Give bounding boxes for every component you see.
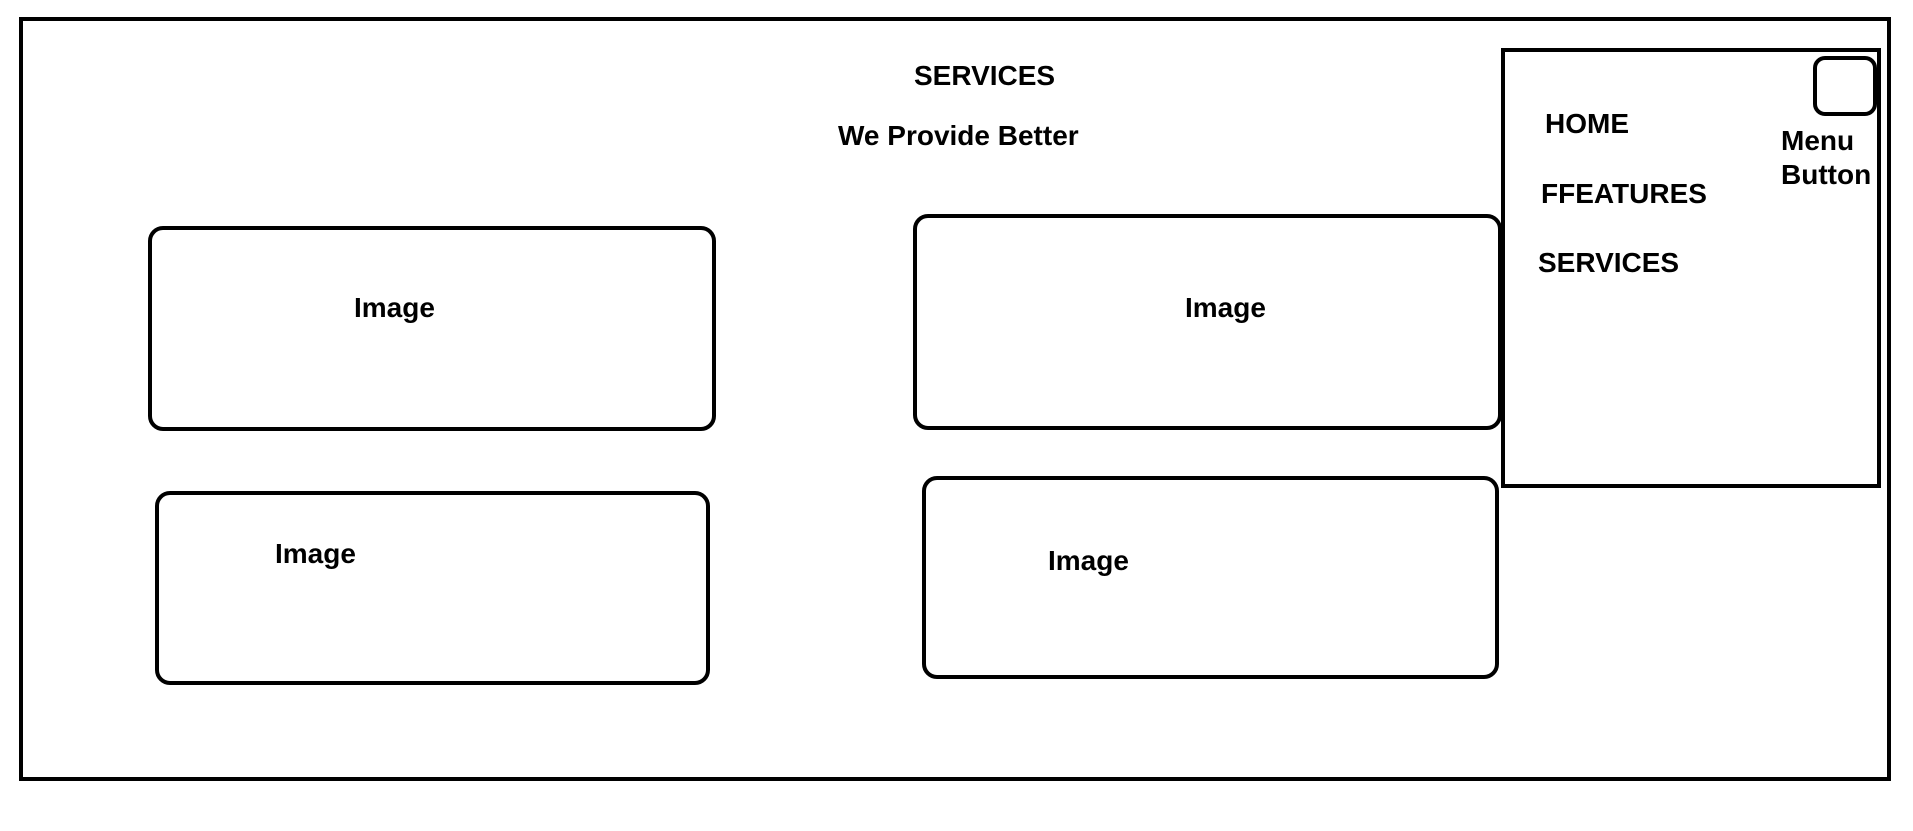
nav-item-features[interactable]: FFEATURES: [1541, 178, 1707, 209]
menu-panel: HOME FFEATURES SERVICES Menu Button: [1501, 48, 1881, 488]
image-placeholder-label: Image: [354, 292, 435, 323]
page-subtitle: We Provide Better: [838, 120, 1079, 151]
image-placeholder-label: Image: [1185, 292, 1266, 323]
page-title: SERVICES: [914, 60, 1056, 91]
image-placeholder-label: Image: [275, 538, 356, 569]
menu-button[interactable]: [1813, 56, 1877, 116]
page-frame: [19, 17, 1891, 781]
nav-item-home[interactable]: HOME: [1545, 108, 1629, 139]
image-card: Image: [155, 491, 710, 685]
image-card: Image: [922, 476, 1499, 679]
nav-item-services[interactable]: SERVICES: [1538, 247, 1680, 278]
image-placeholder-label: Image: [1048, 545, 1129, 576]
image-card: Image: [148, 226, 716, 431]
menu-button-caption: Menu Button: [1781, 125, 1872, 190]
image-card: Image: [913, 214, 1502, 430]
